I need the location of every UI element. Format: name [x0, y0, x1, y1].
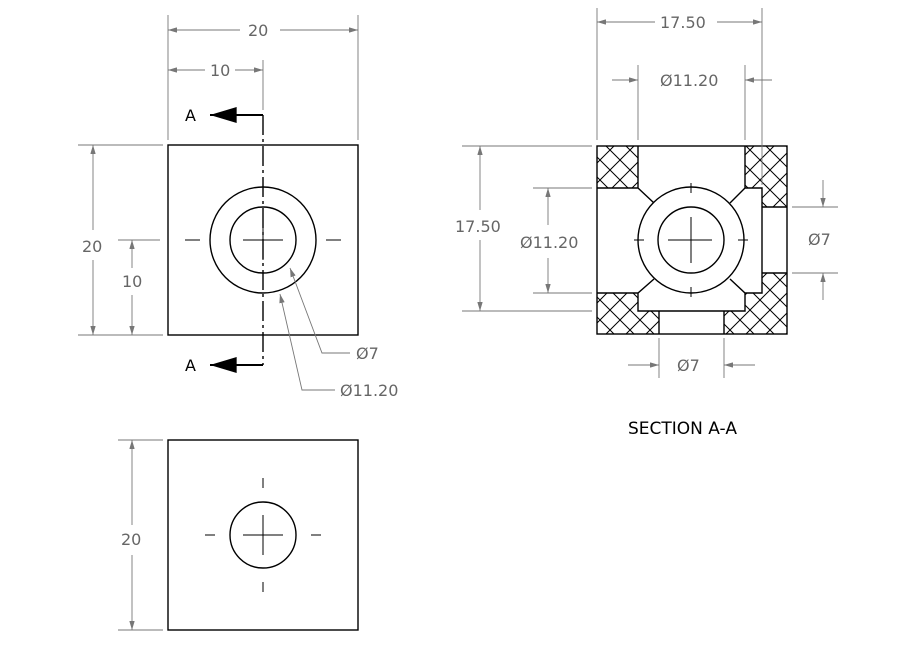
section-view: 17.50 Ø11.20 17.50 Ø11.20 Ø7 Ø7 SECTION … [455, 8, 838, 439]
front-view: A A 20 10 20 10 Ø7 Ø11.20 [78, 15, 398, 400]
dim-right-dia: Ø7 [808, 230, 831, 249]
section-title: SECTION A-A [628, 419, 737, 439]
dim-bottom-dia: Ø7 [677, 356, 700, 375]
dim-width-20: 20 [248, 21, 268, 40]
leader-dia-11-20: Ø11.20 [340, 381, 398, 400]
dim-section-width: 17.50 [660, 13, 706, 32]
dim-top-dia: Ø11.20 [660, 71, 718, 90]
section-label-top: A [185, 106, 196, 125]
dim-height-20: 20 [82, 237, 102, 256]
leader-dia-7: Ø7 [356, 344, 379, 363]
dim-bottom-height-20: 20 [121, 530, 141, 549]
dim-section-height: 17.50 [455, 217, 501, 236]
hatch-regions [597, 146, 787, 334]
dim-left-dia: Ø11.20 [520, 233, 578, 252]
bottom-view: 20 [118, 439, 359, 631]
dim-half-width-10: 10 [210, 61, 230, 80]
section-label-bottom: A [185, 356, 196, 375]
dim-half-height-10: 10 [122, 272, 142, 291]
